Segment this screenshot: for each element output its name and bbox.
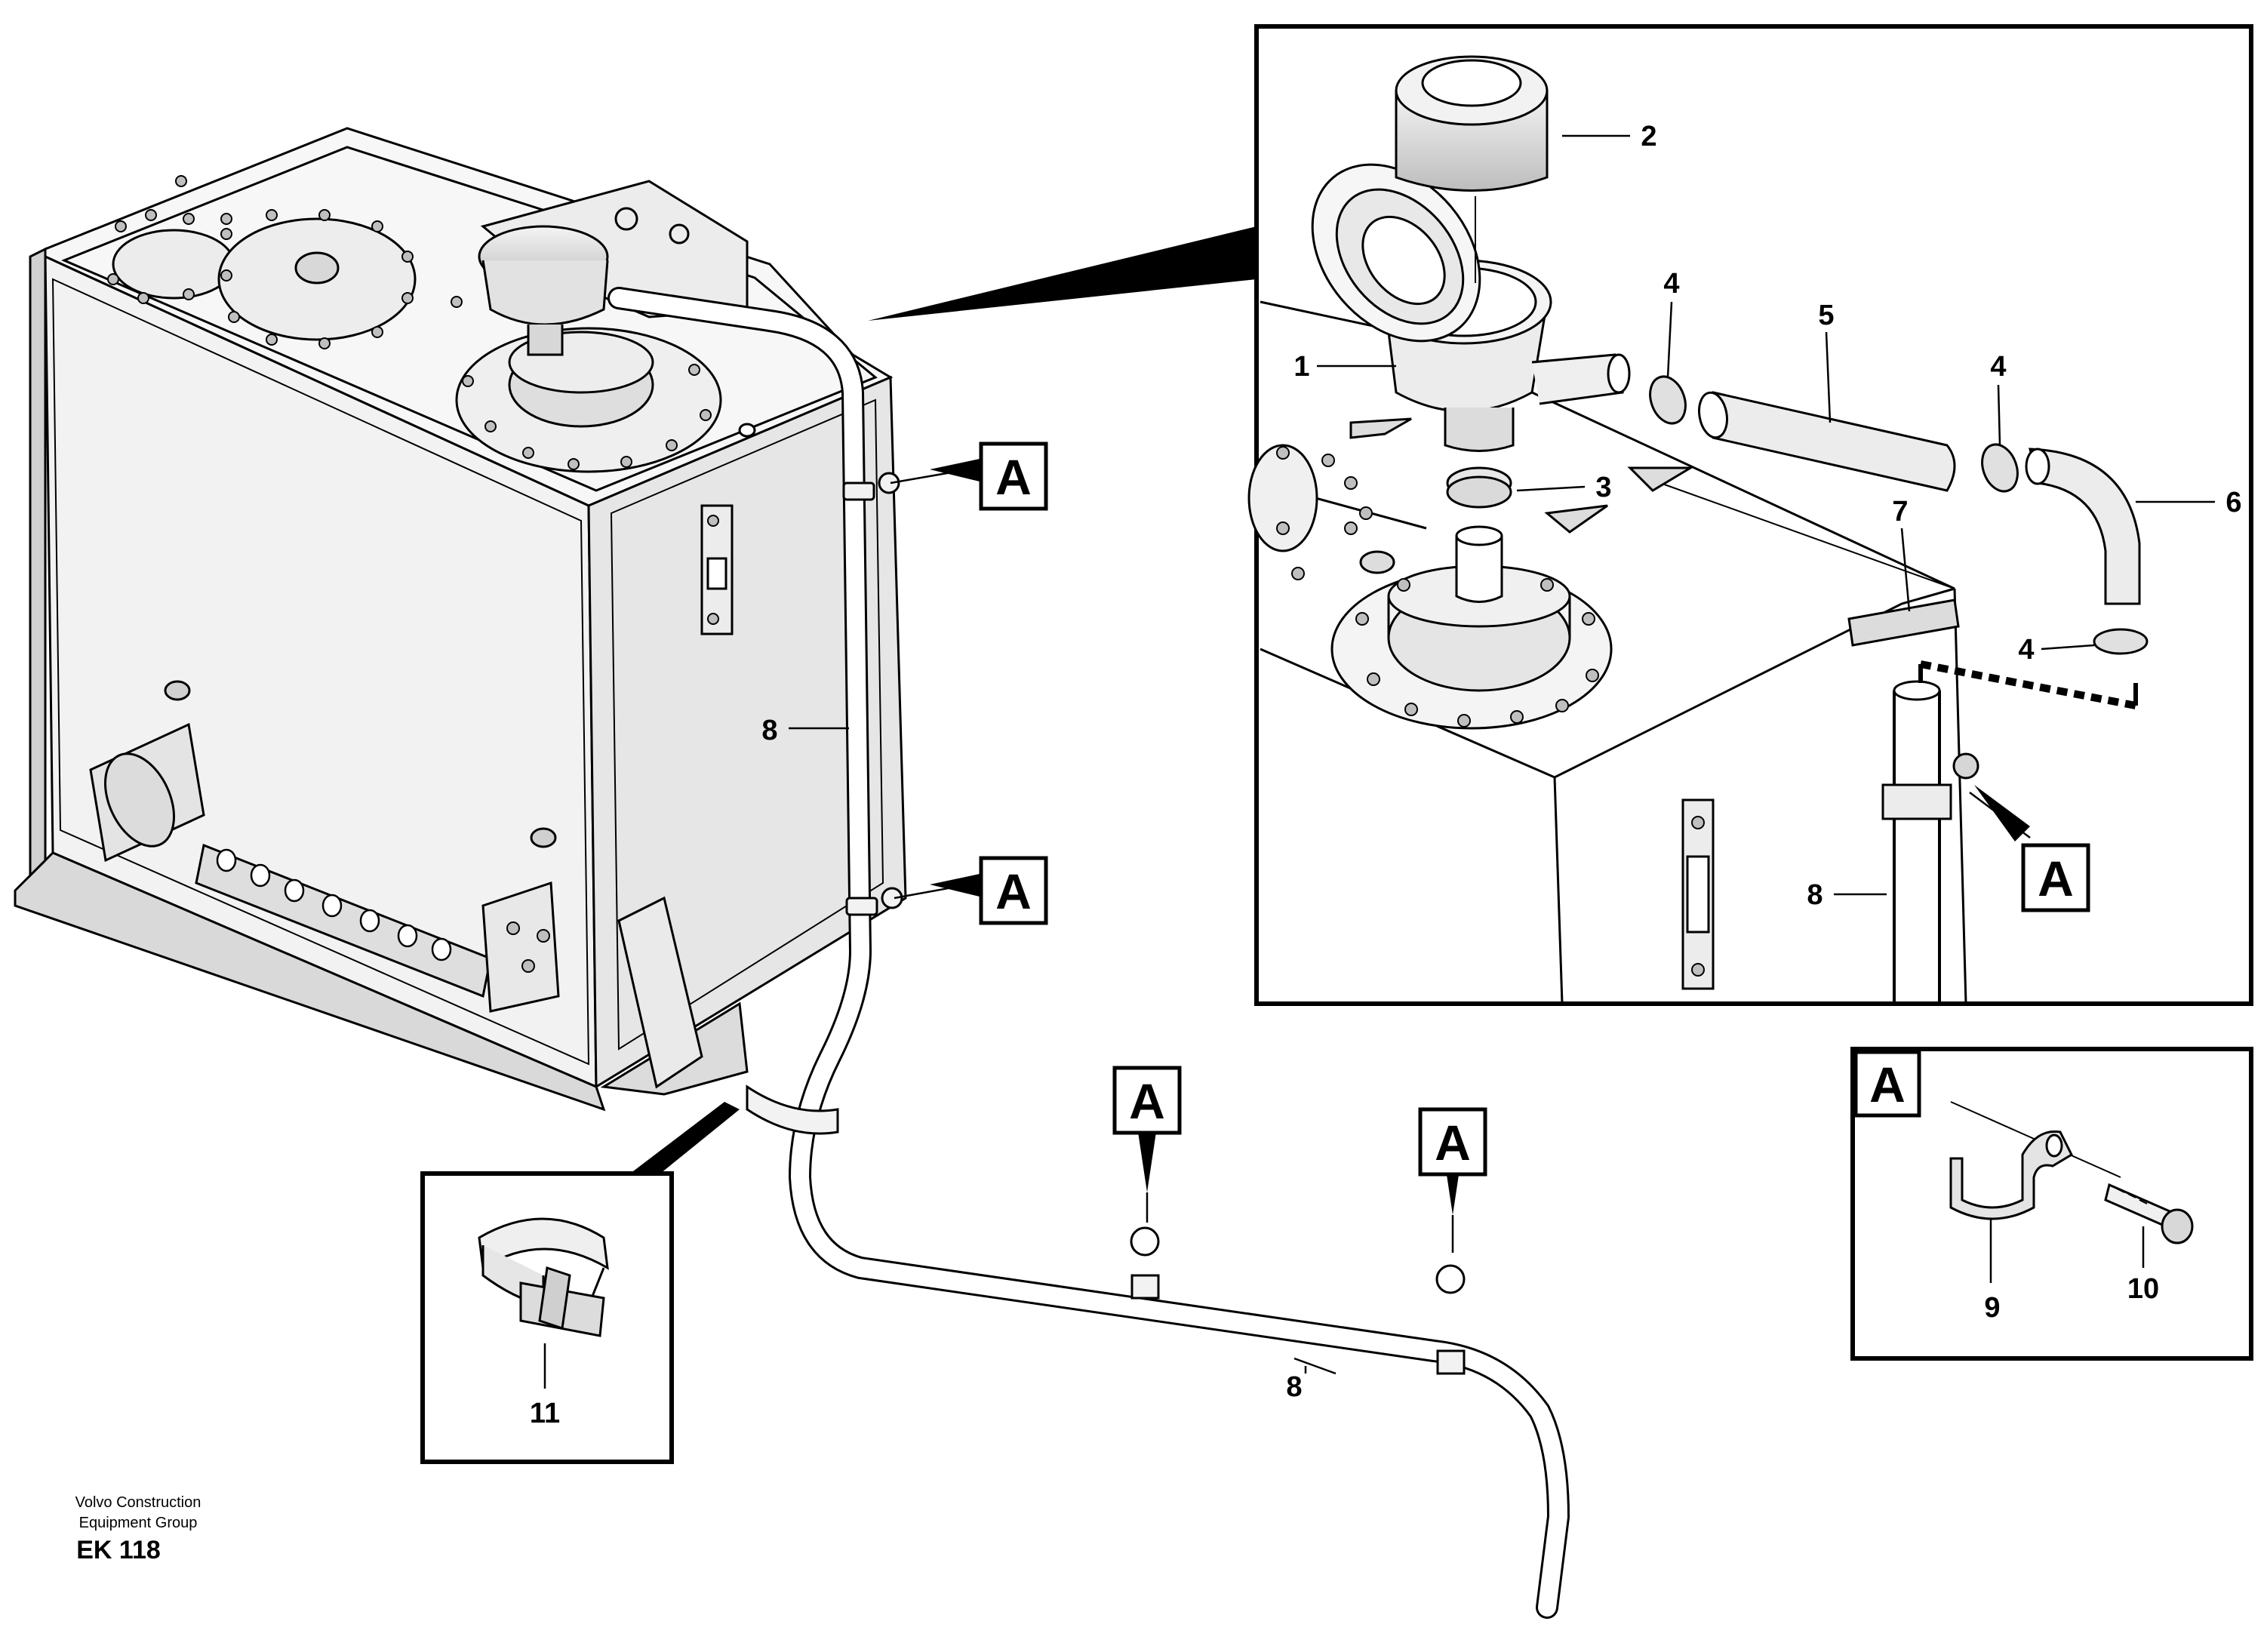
- marker-a-inset: A: [1869, 1057, 1906, 1112]
- svg-text:A: A: [995, 863, 1032, 919]
- figure-code: EK 118: [76, 1536, 161, 1564]
- hydraulic-tank: [14, 127, 907, 1112]
- callout-3: 3: [1595, 472, 1611, 503]
- callout-2: 2: [1641, 121, 1656, 152]
- manifold-ports: [216, 848, 452, 961]
- tank-bolts: [107, 175, 719, 973]
- marker-a-tank-upper: A: [979, 441, 1048, 511]
- callout-5: 5: [1818, 300, 1834, 331]
- callout-11: 11: [530, 1398, 560, 1429]
- callout-8-detail: 8: [1807, 879, 1823, 911]
- callout-6: 6: [2225, 487, 2241, 518]
- callout-4b: 4: [1990, 351, 2006, 383]
- svg-text:A: A: [995, 449, 1032, 505]
- callout-8-tank: 8: [761, 715, 777, 746]
- inset-strap-clamp: 11: [420, 1102, 740, 1464]
- detail-view-breather: A 2 1 3 4 5 4 6 7 4 8: [868, 24, 2253, 1006]
- svg-text:A: A: [1129, 1073, 1165, 1129]
- callout-10: 10: [2127, 1273, 2159, 1305]
- marker-a-tank-lower: A: [979, 856, 1048, 925]
- marker-a-detail: A: [2021, 843, 2090, 912]
- publisher-credit: Volvo Construction Equipment Group EK 11…: [75, 1494, 201, 1564]
- return-pipe: [608, 287, 1570, 1619]
- svg-text:Volvo Construction: Volvo Construction: [75, 1494, 201, 1511]
- inset-clamp-detail: A 9 10: [1850, 1047, 2253, 1361]
- svg-text:Equipment Group: Equipment Group: [79, 1515, 198, 1531]
- svg-text:A: A: [1435, 1115, 1471, 1171]
- svg-text:A: A: [2038, 851, 2074, 906]
- callout-8-pipe: 8: [1286, 1371, 1302, 1403]
- callout-7: 7: [1892, 496, 1908, 528]
- marker-a-pipe-left: A: [1112, 1066, 1182, 1135]
- callout-4c: 4: [2018, 634, 2034, 666]
- pipe-clamps: [746, 472, 1466, 1375]
- callout-9: 9: [1984, 1292, 2000, 1324]
- callout-1: 1: [1293, 351, 1309, 383]
- callout-4a: 4: [1663, 268, 1679, 300]
- marker-a-pipe-right: A: [1418, 1107, 1487, 1177]
